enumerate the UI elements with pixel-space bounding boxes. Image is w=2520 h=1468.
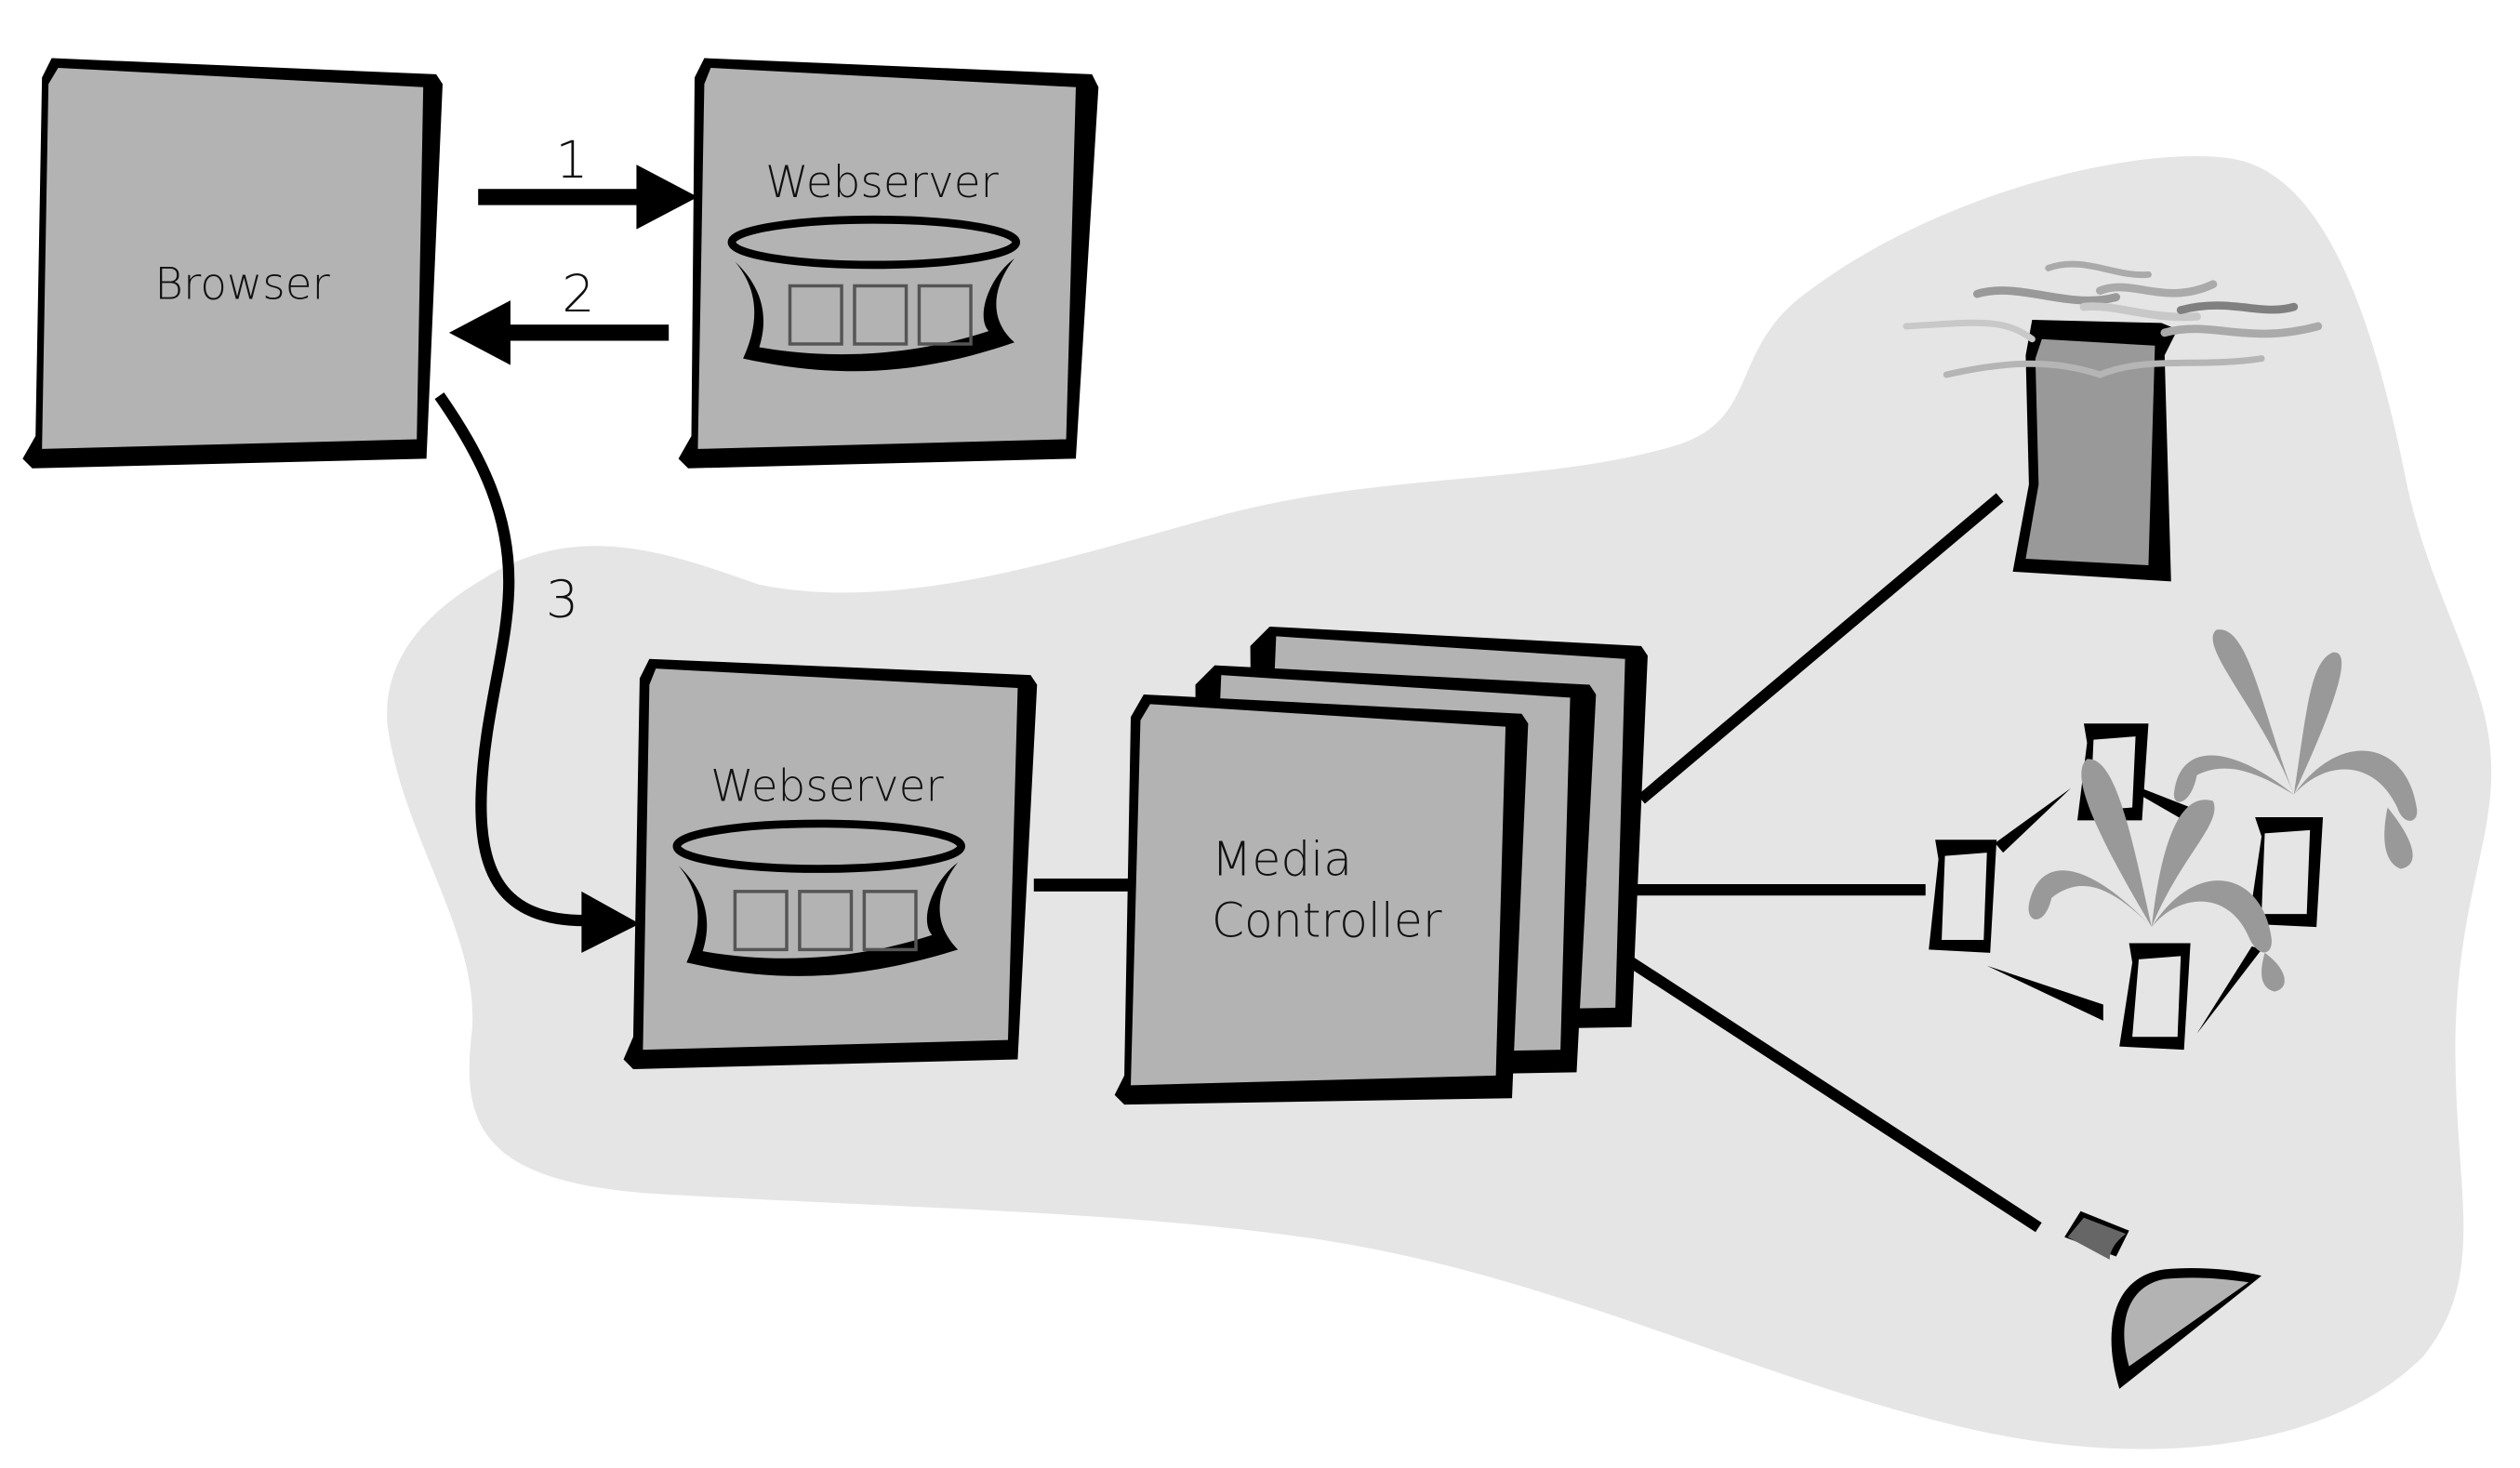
connector-media-cooling-tower	[1638, 493, 2004, 804]
arrow-1-request: 1	[478, 130, 698, 230]
arrow-1-label: 1	[555, 130, 588, 191]
browser-label: Browser	[154, 258, 330, 310]
media-controller-label-line1: Media	[1212, 831, 1352, 886]
water-spray	[2028, 629, 2418, 992]
arrow-2-label: 2	[562, 264, 594, 324]
arrow-3-label: 3	[546, 570, 578, 630]
webserver-local-node[interactable]: Webserver	[623, 658, 1038, 1069]
fountain-basin	[2119, 943, 2191, 1051]
smoke-icon	[1903, 260, 2323, 378]
arrow-3-redirect: 3	[434, 392, 640, 953]
fountain-basin	[1929, 840, 1997, 953]
browser-node[interactable]: Browser	[22, 58, 443, 469]
fountain-icon[interactable]	[1929, 629, 2418, 1051]
media-controller-front: Media Controller	[1114, 694, 1529, 1105]
webserver-remote-node[interactable]: Webserver	[678, 58, 1099, 469]
media-controller-label-line2: Controller	[1212, 893, 1442, 948]
fountain-basin	[2248, 816, 2324, 928]
arrow-2-response: 2	[448, 264, 670, 365]
database-icon	[672, 819, 965, 976]
webserver-local-label: Webserver	[710, 761, 944, 813]
webserver-remote-label: Webserver	[765, 157, 999, 208]
media-controller-node[interactable]: Media Controller	[1114, 626, 1648, 1105]
cooling-tower-icon[interactable]	[1903, 260, 2323, 582]
connector-webserver-media	[1033, 878, 1132, 892]
spotlight-icon[interactable]	[2064, 1210, 2262, 1389]
database-icon	[727, 215, 1021, 372]
connector-media-spotlight	[1628, 958, 2042, 1233]
